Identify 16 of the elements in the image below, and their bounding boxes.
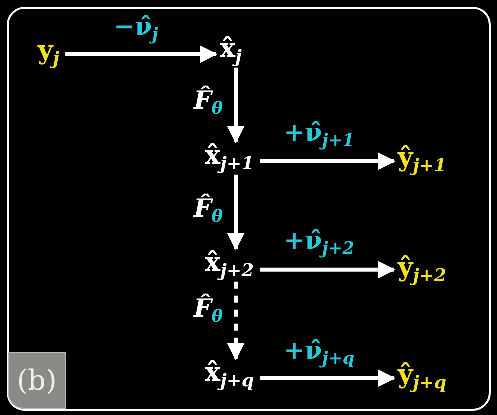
math-symbol: ŷ$_{j+q}$: [398, 362, 447, 393]
arrow: [227, 282, 245, 361]
math-symbol: x̂$_{j+1}$: [205, 143, 254, 174]
math-symbol: ŷ$_{j+2}$: [398, 255, 447, 286]
arrow: [66, 45, 218, 64]
panel-tag: (b): [8, 352, 66, 409]
arrow: [260, 260, 396, 279]
arrow: [260, 369, 396, 388]
math-symbol: x̂$_{j}$: [220, 36, 242, 67]
math-symbol: ŷ$_{j+1}$: [398, 145, 447, 176]
math-symbol: x̂$_{j+q}$: [205, 360, 254, 391]
math-symbol: y$_{j}$: [38, 38, 60, 69]
arrow: [227, 68, 245, 144]
math-symbol: x̂$_{j+2}$: [205, 250, 254, 281]
arrow: [260, 152, 396, 170]
arrow: [227, 174, 245, 251]
